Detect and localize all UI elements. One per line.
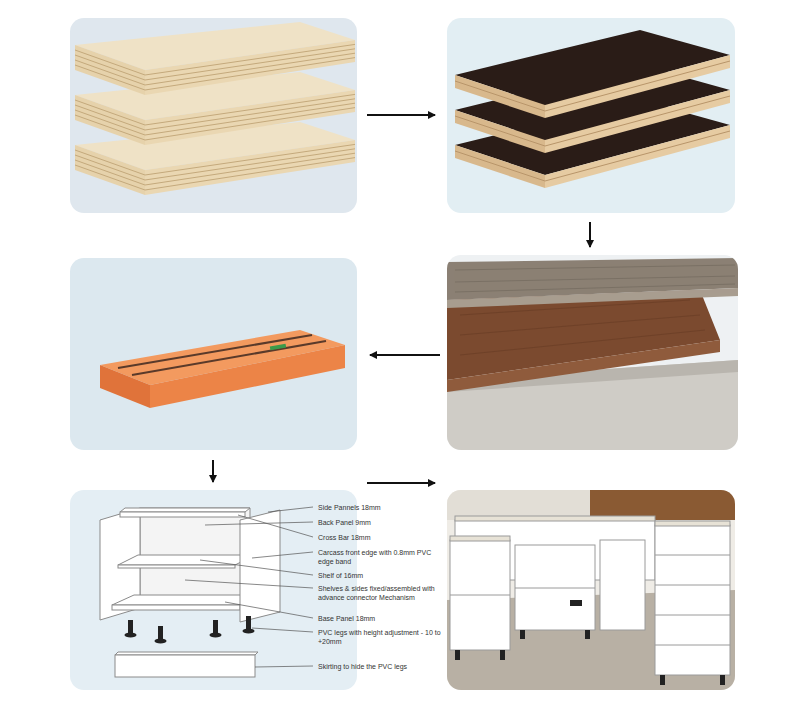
callout-label: Shelves & sides fixed/assembled with adv… — [318, 584, 443, 602]
callout-label: PVC legs with height adjustment - 10 to … — [318, 628, 443, 646]
callout-label: Shelf of 16mm — [318, 571, 443, 580]
film-faced-board-photo — [447, 18, 735, 213]
finished-board-photo — [70, 258, 357, 450]
callout-label: Base Panel 18mm — [318, 614, 443, 623]
flow-arrows — [213, 115, 590, 483]
cabinet-exploded-view — [70, 490, 357, 690]
callout-label: Side Pannels 18mm — [318, 503, 443, 512]
plywood-photo — [70, 18, 357, 213]
leader-lines — [185, 507, 313, 667]
callout-label: Cross Bar 18mm — [318, 533, 443, 542]
callout-label: Carcass front edge with 0.8mm PVC edge b… — [318, 548, 443, 566]
callout-label: Back Panel 9mm — [318, 518, 443, 527]
callout-label: Skirting to hide the PVC legs — [318, 662, 443, 671]
kitchen-photo — [447, 490, 735, 690]
laminate-board-photo — [447, 255, 738, 450]
